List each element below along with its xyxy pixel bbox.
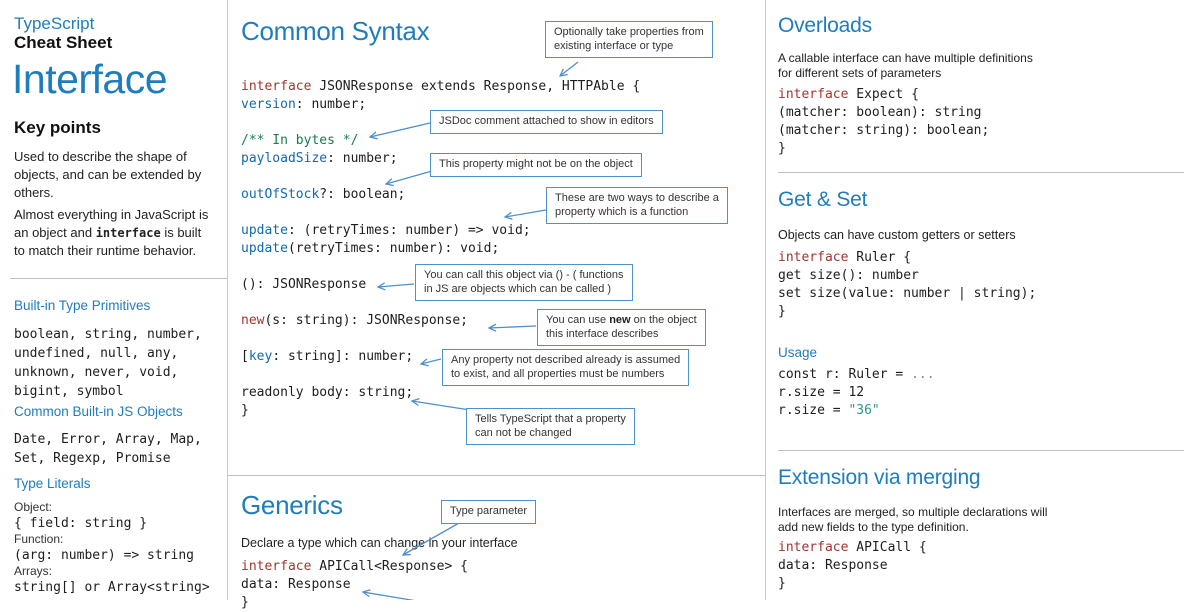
get-set-heading: Get & Set <box>778 188 868 211</box>
js-objects-code: Date, Error, Array, Map, Set, Regexp, Pr… <box>14 432 202 466</box>
extension-description: Interfaces are merged, so multiple decla… <box>778 505 1048 534</box>
type-literals-heading: Type Literals <box>14 476 91 491</box>
key-points-heading: Key points <box>14 118 101 137</box>
key-points-paragraph-2: Almost everything in JavaScript is an ob… <box>14 207 209 258</box>
generics-description: Declare a type which can change in your … <box>241 536 518 550</box>
inline-code-interface: interface <box>95 226 161 240</box>
get-set-code-block: interface Ruler { get size(): number set… <box>778 250 1037 319</box>
primitives-code: boolean, string, number, undefined, null… <box>14 327 202 399</box>
extension-heading: Extension via merging <box>778 466 981 489</box>
callout-index-signature: Any property not described already is as… <box>442 349 690 386</box>
usage-heading: Usage <box>778 345 818 360</box>
column-divider-middle <box>765 0 766 600</box>
type-literal-label: Arrays: <box>14 564 53 578</box>
callout-type-parameter: Type parameter <box>441 500 537 524</box>
extension-code-block: interface APICall { data: Response} <box>778 540 927 591</box>
column-divider-left <box>227 0 228 600</box>
type-literal-code: string[] or Array<string> <box>14 580 210 595</box>
callout-readonly: Tells TypeScript that a property can not… <box>466 408 635 445</box>
callout-new: You can use new on the object this inter… <box>537 309 706 346</box>
callout-function-two-ways: These are two ways to describe a propert… <box>546 187 728 224</box>
type-literal-code: { field: string } <box>14 516 148 531</box>
overloads-heading: Overloads <box>778 14 872 37</box>
overloads-code-block: interface Expect { (matcher: boolean): s… <box>778 87 990 156</box>
callout-extends-note: Optionally take properties from existing… <box>545 21 713 58</box>
brand-typescript: TypeScript <box>14 14 95 33</box>
get-set-description: Objects can have custom getters or sette… <box>778 228 1016 242</box>
right-divider-2 <box>778 450 1184 451</box>
arrow-extends <box>560 61 579 76</box>
type-literal-label: Function: <box>14 532 64 546</box>
callout-jsdoc: JSDoc comment attached to show in editor… <box>430 110 663 134</box>
middle-section-divider <box>228 475 765 476</box>
callout-callable: You can call this object via () - ( func… <box>415 264 633 301</box>
callout-optional-property: This property might not be on the object <box>430 153 642 177</box>
sidebar-divider <box>10 278 227 279</box>
primitives-heading: Built-in Type Primitives <box>14 298 151 313</box>
brand-cheat-sheet: Cheat Sheet <box>14 33 113 52</box>
type-literals-list: Object: { field: string } Function: (arg… <box>14 500 226 596</box>
type-literal-label: Object: <box>14 500 53 514</box>
common-syntax-code-block: interface JSONResponse extends Response,… <box>241 79 641 418</box>
generics-code-block: interface APICall<Response> { data: Resp… <box>241 559 468 610</box>
js-objects-heading: Common Built-in JS Objects <box>14 404 183 419</box>
key-points-paragraph-1: Used to describe the shape of objects, a… <box>14 149 202 200</box>
common-syntax-heading: Common Syntax <box>241 16 430 46</box>
page-title: Interface <box>12 56 168 102</box>
generics-heading: Generics <box>241 490 343 520</box>
type-literal-code: (arg: number) => string <box>14 548 195 563</box>
overloads-description: A callable interface can have multiple d… <box>778 51 1033 80</box>
right-divider-1 <box>778 172 1184 173</box>
